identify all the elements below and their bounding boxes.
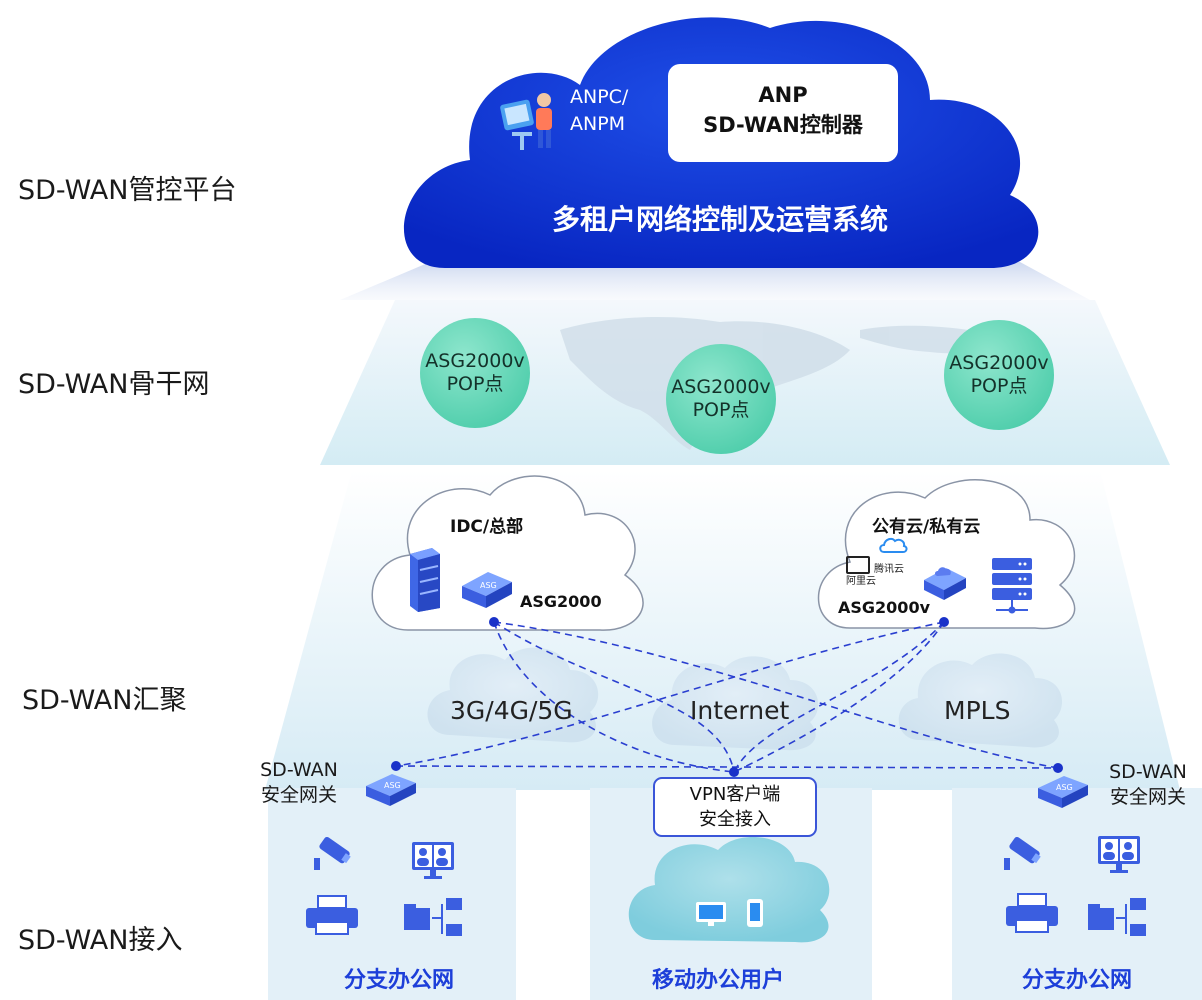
connection-nodes bbox=[391, 617, 1063, 777]
network-label-mobile: 3G/4G/5G bbox=[450, 696, 573, 725]
pop-node-model: ASG2000v bbox=[671, 376, 771, 398]
pop-node-model: ASG2000v bbox=[425, 350, 525, 372]
printer-icon bbox=[306, 895, 358, 935]
vpn-label: VPN客户端 安全接入 bbox=[654, 782, 816, 832]
camera-icon bbox=[314, 836, 351, 870]
controller-subtitle: SD-WAN控制器 bbox=[703, 113, 863, 137]
file-share-icon bbox=[1088, 898, 1146, 936]
layer-label-access: SD-WAN接入 bbox=[18, 925, 183, 956]
left-gateway-badge: ASG bbox=[384, 781, 401, 790]
vasg-device-icon bbox=[924, 567, 966, 600]
cloud-site-device-label: ASG2000v bbox=[838, 598, 930, 617]
network-label-mpls: MPLS bbox=[944, 696, 1011, 725]
camera-icon bbox=[1004, 836, 1041, 870]
right-gateway-line2: 安全网关 bbox=[1109, 786, 1186, 808]
vpn-box bbox=[653, 777, 817, 837]
vpn-line1: VPN客户端 bbox=[689, 784, 781, 805]
asg-badge: ASG bbox=[480, 581, 497, 590]
pop-node-2[interactable]: ASG2000v POP点 bbox=[666, 344, 776, 454]
platform-beam bbox=[340, 262, 1090, 300]
internet-cloud bbox=[652, 656, 819, 751]
left-gateway-label: SD-WAN 安全网关 bbox=[244, 758, 354, 808]
aliyun-logo-icon bbox=[846, 556, 870, 574]
pop-node-label: POP点 bbox=[692, 399, 750, 421]
server-rack-icon bbox=[410, 548, 440, 612]
right-branch-title: 分支办公网 bbox=[1022, 968, 1133, 993]
right-branch-panel bbox=[952, 788, 1202, 1000]
pop-node-1[interactable]: ASG2000v POP点 bbox=[420, 318, 530, 428]
anpm-label: ANPM bbox=[570, 113, 626, 135]
mobile-user-cloud bbox=[628, 836, 830, 943]
layer-label-platform: SD-WAN管控平台 bbox=[18, 175, 237, 206]
cloud-site-title: 公有云/私有云 bbox=[872, 517, 981, 537]
mpls-cloud bbox=[898, 653, 1063, 748]
controller-title: ANP bbox=[758, 83, 808, 107]
phone-icon bbox=[747, 899, 763, 927]
right-gateway-badge: ASG bbox=[1056, 783, 1073, 792]
asg-device-icon: ASG bbox=[462, 572, 512, 608]
right-gateway-line1: SD-WAN bbox=[1109, 761, 1187, 783]
video-conference-icon bbox=[412, 842, 454, 879]
server-stack-icon bbox=[992, 558, 1032, 614]
mobile-network-cloud bbox=[427, 647, 599, 743]
idc-device-label: ASG2000 bbox=[520, 592, 602, 611]
aliyun-label: 阿里云 bbox=[846, 576, 876, 587]
file-share-icon bbox=[404, 898, 462, 936]
vpn-line2: 安全接入 bbox=[699, 809, 771, 830]
controller-box bbox=[668, 64, 898, 162]
tencent-cloud-icon bbox=[879, 537, 908, 553]
operator-icon bbox=[500, 93, 552, 150]
network-label-internet: Internet bbox=[690, 696, 790, 725]
right-gateway-label: SD-WAN 安全网关 bbox=[1096, 760, 1200, 810]
left-gateway-line2: 安全网关 bbox=[260, 784, 337, 806]
mobile-site-title: 移动办公用户 bbox=[652, 968, 785, 993]
layer-label-aggregation: SD-WAN汇聚 bbox=[22, 685, 187, 716]
printer-icon bbox=[1006, 893, 1058, 933]
left-branch-panel bbox=[268, 788, 516, 1000]
pop-node-model: ASG2000v bbox=[949, 352, 1049, 374]
anpc-label: ANPC/ bbox=[570, 86, 629, 108]
left-gateway-icon[interactable]: ASG bbox=[362, 770, 420, 810]
layer-label-backbone: SD-WAN骨干网 bbox=[18, 369, 210, 400]
video-conference-icon bbox=[1098, 836, 1140, 873]
pop-node-label: POP点 bbox=[446, 373, 504, 395]
tencent-label: 腾讯云 bbox=[874, 564, 904, 575]
idc-title: IDC/总部 bbox=[450, 517, 524, 537]
idc-cloud bbox=[371, 475, 644, 631]
left-gateway-line1: SD-WAN bbox=[260, 759, 338, 781]
connection-lines bbox=[395, 621, 1059, 773]
right-gateway-icon[interactable]: ASG bbox=[1034, 772, 1092, 812]
pop-node-label: POP点 bbox=[970, 375, 1028, 397]
desktop-icon bbox=[696, 902, 726, 926]
pop-node-3[interactable]: ASG2000v POP点 bbox=[944, 320, 1054, 430]
left-branch-title: 分支办公网 bbox=[344, 968, 455, 993]
system-title: 多租户网络控制及运营系统 bbox=[551, 203, 888, 236]
